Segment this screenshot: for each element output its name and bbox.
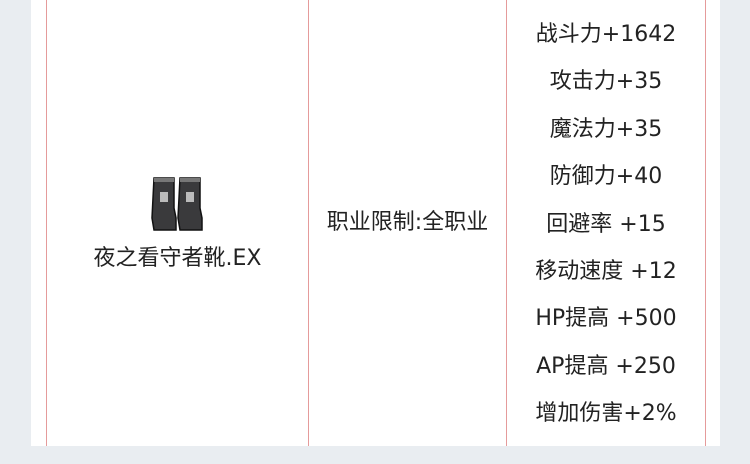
stat-item: 攻击力+35 [549, 69, 663, 95]
stats-cell: 战斗力+1642 攻击力+35 魔法力+35 防御力+40 回避率 +15 移动… [507, 0, 705, 464]
table-divider [705, 0, 706, 446]
item-name: 夜之看守者靴.EX [93, 246, 262, 271]
item-table [31, 0, 720, 446]
table-divider [506, 0, 507, 446]
stat-item: 魔法力+35 [549, 116, 663, 142]
stat-item: 移动速度 +12 [535, 258, 677, 284]
stat-item: 增加伤害+2% [535, 401, 677, 427]
job-requirement: 职业限制:全职业 [326, 210, 489, 235]
boots-icon [150, 177, 203, 231]
table-divider [308, 0, 309, 446]
stat-item: 防御力+40 [549, 164, 663, 190]
stat-item: AP提高 +250 [536, 353, 676, 379]
item-cell: 夜之看守者靴.EX [47, 0, 308, 446]
requirement-cell: 职业限制:全职业 [309, 0, 506, 446]
stat-item: 战斗力+1642 [535, 22, 677, 47]
table-divider [46, 0, 47, 446]
stat-item: 回避率 +15 [546, 211, 666, 237]
stat-item: HP提高 +500 [535, 306, 677, 332]
